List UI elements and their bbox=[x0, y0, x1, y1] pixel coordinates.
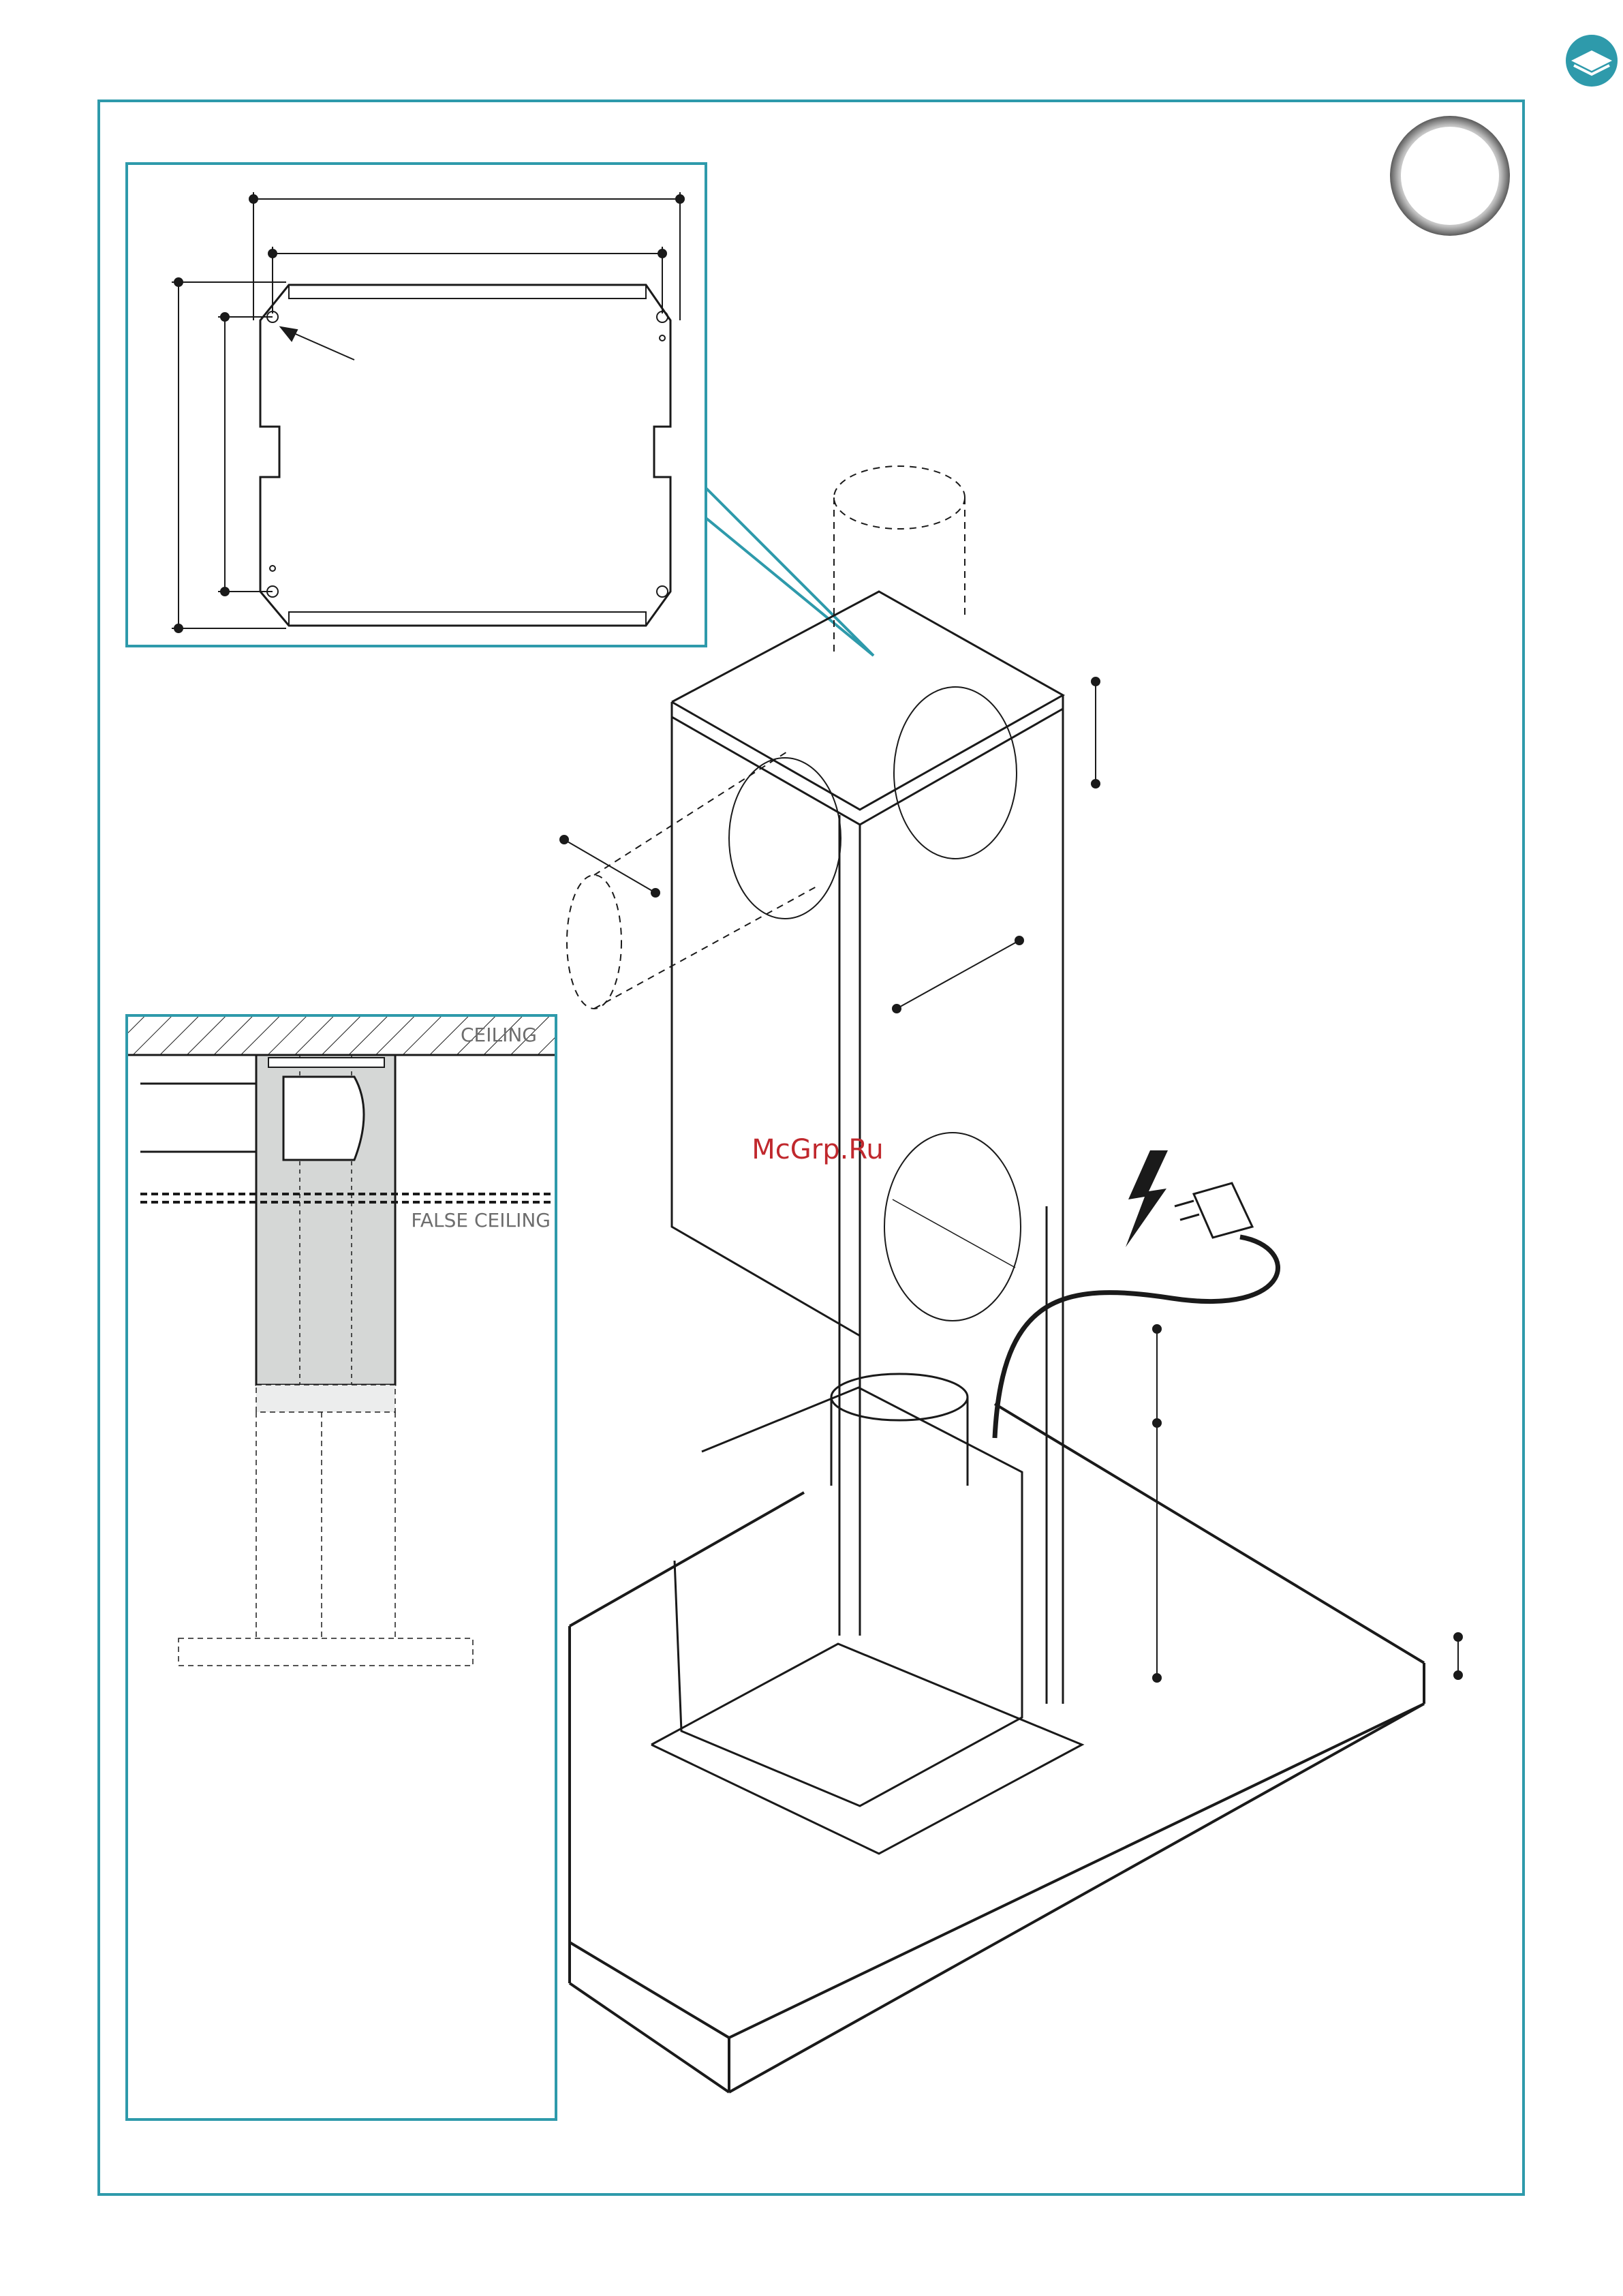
manual-book-icon bbox=[1566, 35, 1618, 87]
step-circle-icon bbox=[1390, 116, 1510, 236]
watermark-text: McGrp.Ru bbox=[752, 1134, 883, 1165]
lightning-bolt-icon bbox=[1126, 1150, 1168, 1247]
false-ceiling-label: FALSE CEILING bbox=[411, 1209, 551, 1231]
ceiling-label: CEILING bbox=[461, 1024, 537, 1046]
bracket-detail-panel bbox=[127, 164, 874, 656]
ceiling-section-panel: CEILING FALSE CEILING bbox=[127, 1015, 556, 2119]
power-plug-icon bbox=[1175, 1183, 1252, 1238]
power-cord bbox=[995, 1237, 1278, 1438]
hood-canopy bbox=[570, 1404, 1424, 2092]
